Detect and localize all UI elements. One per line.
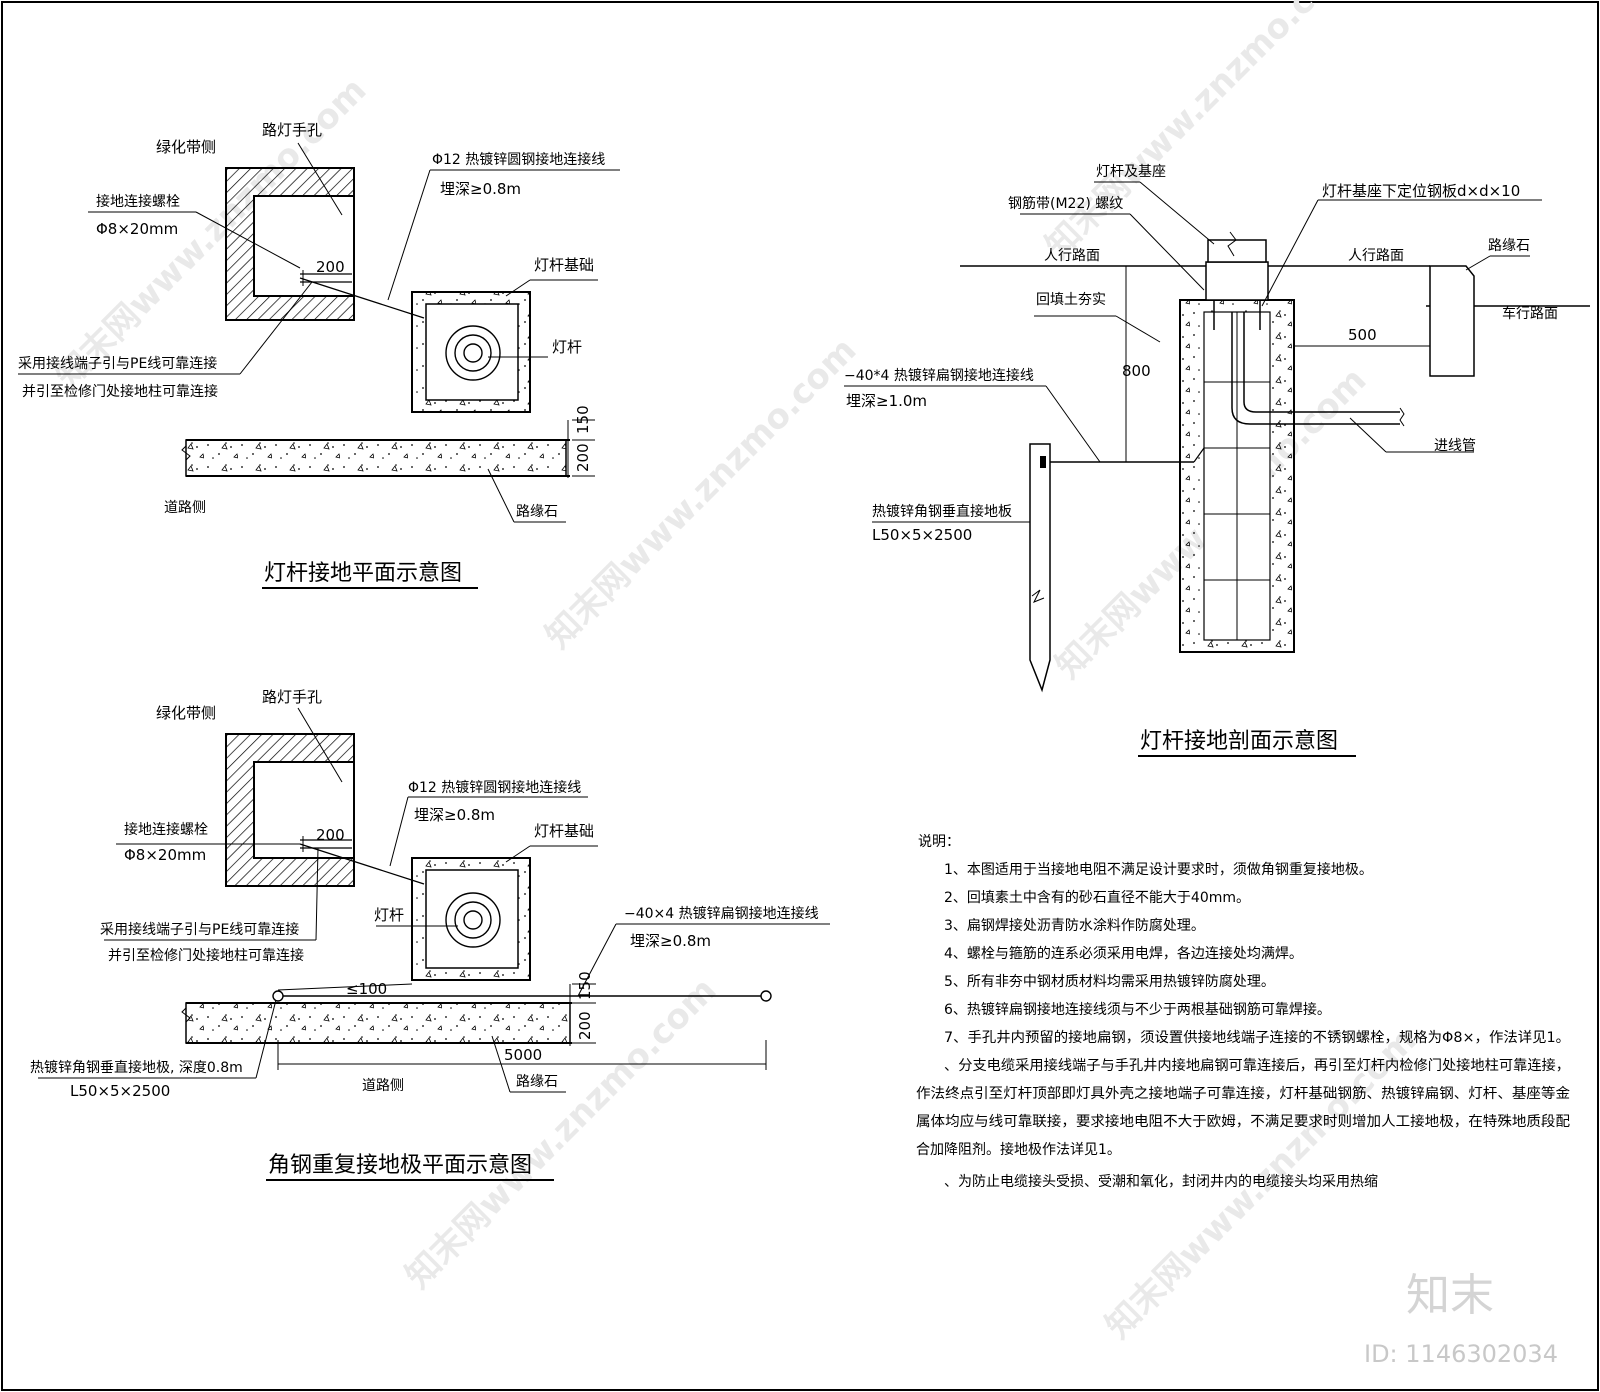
- label-bolt: 接地连接螺栓: [96, 193, 180, 210]
- label-flat-bury-2: 埋深≥0.8m: [630, 932, 711, 950]
- label-bolt-spec-2: Φ8×20mm: [124, 846, 206, 864]
- label-angle-spec-2: L50×5×2500: [70, 1082, 170, 1100]
- label-bolt-2: 接地连接螺栓: [124, 821, 208, 838]
- label-bolt-spec: Φ8×20mm: [96, 220, 178, 238]
- dim-200-plan1: 200: [316, 258, 345, 276]
- dim-800: 800: [1122, 362, 1151, 380]
- note-line-10: 属体均应与线可靠联接，要求接地电阻不大于欧姆，不满足要求时则增加人工接地极，在特…: [916, 1113, 1570, 1130]
- label-bury: 埋深≥0.8m: [440, 180, 521, 198]
- watermark-id: ID: 1146302034: [1364, 1340, 1558, 1368]
- note-line-5: 5、所有非夯中钢材质材料均需采用热镀锌防腐处理。: [944, 973, 1275, 990]
- label-flat-steel-section: −40*4 热镀锌扁钢接地连接线: [844, 367, 1034, 384]
- plan-1-diagram: 绿化带侧 路灯手孔 接地连接螺栓 Φ8×20mm 200 采用接线端子引与PE线…: [18, 121, 620, 589]
- label-road-side: 道路侧: [164, 500, 206, 516]
- section-title: 灯杆接地剖面示意图: [1140, 729, 1338, 754]
- watermark-diag-2: 知末网www.znzmo.com: [538, 330, 864, 656]
- label-roadway: 车行路面: [1502, 305, 1558, 322]
- notes-heading: 说明：: [918, 834, 960, 850]
- watermark-diag-4: 知末网www.znzmo.com: [1038, 0, 1364, 266]
- base-plate: [1205, 261, 1269, 301]
- label-pe-note-1-2: 采用接线端子引与PE线可靠连接: [100, 921, 299, 938]
- label-curb: 路缘石: [516, 504, 558, 520]
- note-line-11: 合加降阻剂。接地极作法详见1。: [916, 1141, 1121, 1158]
- rod-left: [272, 990, 284, 1002]
- note-line-2: 2、回填素土中含有的砂石直径不能大于40mm。: [944, 889, 1250, 906]
- foundation-inner-2: [425, 869, 519, 969]
- dim-200-plan2: 200: [316, 826, 345, 844]
- hand-hole-opening-2: [253, 761, 355, 859]
- label-pole-base: 灯杆及基座: [1096, 163, 1166, 180]
- note-line-1: 1、本图适用于当接地电阻不满足设计要求时，须做角钢重复接地极。: [944, 861, 1373, 878]
- label-plate: 灯杆基座下定位钢板d×d×10: [1322, 182, 1520, 200]
- dim-200b-plan2: 200: [576, 1011, 594, 1040]
- label-bury-2: 埋深≥0.8m: [414, 806, 495, 824]
- label-angle-rod-section: 热镀锌角钢垂直接地板: [872, 503, 1012, 520]
- plan2-title: 角钢重复接地极平面示意图: [268, 1153, 532, 1178]
- design-notes: 说明： 1、本图适用于当接地电阻不满足设计要求时，须做角钢重复接地极。 2、回填…: [916, 834, 1570, 1190]
- note-line-6: 6、热镀锌扁钢接地连接线须与不少于两根基础钢筋可靠焊接。: [944, 1001, 1331, 1018]
- dim-200b-plan1: 200: [574, 443, 592, 472]
- note-line-12: 、为防止电缆接头受损、受潮和氧化，封闭井内的电缆接头均采用热缩: [944, 1173, 1378, 1190]
- dim-150-plan2: 150: [576, 971, 594, 1000]
- label-foundation-2: 灯杆基础: [534, 822, 594, 840]
- note-line-7: 7、手孔井内预留的接地扁钢，须设置供接地线端子连接的不锈钢螺栓，规格为Φ8×，作…: [944, 1029, 1570, 1046]
- label-sidewalk-right: 人行路面: [1348, 248, 1404, 264]
- foundation-inner: [425, 303, 519, 401]
- label-curb-section: 路缘石: [1488, 238, 1530, 254]
- note-line-9: 作法终点引至灯杆顶部即灯具外壳之接地端子可靠连接，灯杆基础钢筋、热镀锌扁钢、灯杆…: [916, 1085, 1570, 1102]
- curb-plan-2: [185, 1002, 571, 1044]
- label-bury-section: 埋深≥1.0m: [846, 392, 927, 410]
- label-conduit: 进线管: [1434, 438, 1476, 454]
- pole-ring-outer: [445, 325, 501, 381]
- section-diagram: 灯杆及基座 钢筋带(M22) 螺纹 灯杆基座下定位钢板d×d×10 人行路面 人…: [844, 163, 1590, 757]
- label-sidewalk-left: 人行路面: [1044, 248, 1100, 264]
- label-pe-note-2: 并引至检修门处接地柱可靠连接: [22, 383, 218, 400]
- curb-stone-section: [1429, 265, 1475, 377]
- dim-150-plan1: 150: [574, 405, 592, 434]
- label-foundation: 灯杆基础: [534, 256, 594, 274]
- dim-5000: 5000: [504, 1046, 542, 1064]
- label-curb-2: 路缘石: [516, 1074, 558, 1090]
- label-pole: 灯杆: [552, 338, 582, 356]
- label-pe-note-1: 采用接线端子引与PE线可靠连接: [18, 355, 217, 372]
- label-green-side-2: 绿化带侧: [156, 704, 216, 722]
- label-angle-rod-2: 热镀锌角钢垂直接地极, 深度0.8m: [30, 1059, 243, 1076]
- label-round-steel: Φ12 热镀锌圆钢接地连接线: [432, 151, 605, 168]
- curb-plan-1: [185, 439, 567, 477]
- label-hand-hole: 路灯手孔: [262, 121, 322, 139]
- label-hand-hole-2: 路灯手孔: [262, 688, 322, 706]
- label-angle-spec-section: L50×5×2500: [872, 526, 972, 544]
- label-rebar: 钢筋带(M22) 螺纹: [1008, 195, 1123, 212]
- dim-100-plan2: ≤100: [346, 980, 387, 998]
- label-backfill: 回填土夯实: [1036, 292, 1106, 308]
- note-line-3: 3、扁钢焊接处沥青防水涂料作防腐处理。: [944, 917, 1205, 934]
- pole-ring-mid: [454, 334, 492, 372]
- pole-ring-inner: [463, 343, 483, 363]
- plan1-title: 灯杆接地平面示意图: [264, 561, 462, 586]
- label-pe-note-2-2: 并引至检修门处接地柱可靠连接: [108, 947, 304, 964]
- label-green-side: 绿化带侧: [156, 138, 216, 156]
- label-round-steel-2: Φ12 热镀锌圆钢接地连接线: [408, 779, 581, 796]
- label-pole-2: 灯杆: [374, 906, 404, 924]
- watermark-logo: 知末: [1406, 1270, 1494, 1321]
- section-angle-rod: [1029, 443, 1051, 693]
- note-line-4: 4、螺栓与箍筋的连系必须采用电焊，各边连接处均满焊。: [944, 945, 1303, 962]
- plan-2-diagram: 绿化带侧 路灯手孔 Φ12 热镀锌圆钢接地连接线 埋深≥0.8m 接地连接螺栓 …: [30, 688, 830, 1181]
- rod-right: [760, 990, 772, 1002]
- note-line-8: 、分支电缆采用接线端子与手孔井内接地扁钢可靠连接后，再引至灯杆内检修门处接地柱可…: [944, 1057, 1570, 1074]
- label-flat-steel-2: −40×4 热镀锌扁钢接地连接线: [624, 905, 819, 922]
- dim-500: 500: [1348, 326, 1377, 344]
- label-road-side-2: 道路侧: [362, 1078, 404, 1094]
